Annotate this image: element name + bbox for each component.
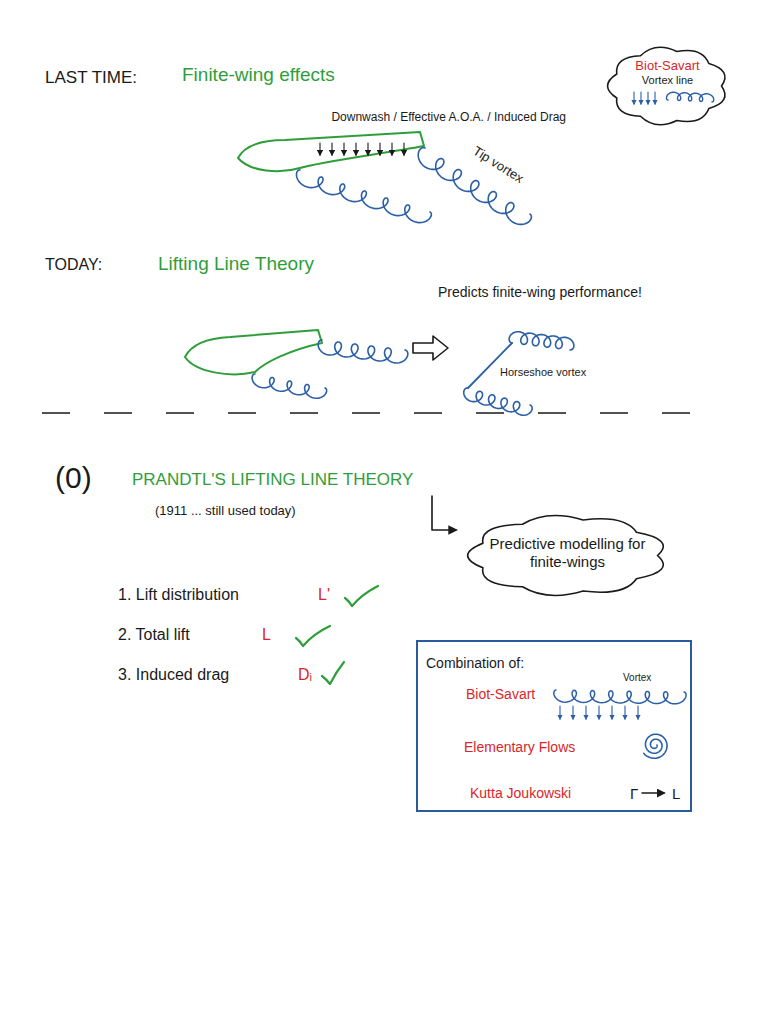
note: (1911 ... still used today) <box>155 503 296 519</box>
downwash-arrow <box>559 706 560 719</box>
wing-planform <box>185 330 322 374</box>
symbol: L <box>672 785 680 803</box>
cloud-outline <box>468 516 664 596</box>
downwash-arrow <box>319 143 320 155</box>
downwash-arrow <box>379 143 380 155</box>
cloud-note: Predictive modelling for finite-wings <box>485 535 650 571</box>
sketch-caption: Vortex <box>623 672 651 684</box>
check-mark <box>296 626 330 646</box>
vortex-coil <box>554 690 686 704</box>
downwash-arrow <box>343 143 344 155</box>
concept-name: Elementary Flows <box>464 739 575 756</box>
concept-name: Biot-Savart <box>466 686 535 703</box>
sketch-caption: Vortex line <box>600 74 735 87</box>
thought-cloud: Biot-SavartVortex line <box>600 40 735 132</box>
annotation: Horseshoe vortex <box>500 366 620 379</box>
downwash-arrow <box>640 92 641 104</box>
box-heading: Combination of: <box>426 655 524 672</box>
downwash-arrow <box>654 92 655 104</box>
downwash-arrow <box>391 143 392 155</box>
annotation: Tip vortex <box>470 143 526 186</box>
downwash-arrow <box>598 706 599 719</box>
check-mark <box>322 662 344 684</box>
annotation: Predicts finite-wing performance! <box>438 284 728 301</box>
downwash-arrow <box>624 706 625 719</box>
downwash-arrow <box>585 706 586 719</box>
section-number: (0) <box>55 460 92 496</box>
section-title: PRANDTL'S LIFTING LINE THEORY <box>132 470 413 490</box>
downwash-arrow <box>403 143 404 155</box>
downwash-arrow <box>355 143 356 155</box>
leader-arrow <box>432 496 456 530</box>
concept-name: Kutta Joukowski <box>470 785 571 802</box>
downwash-arrow <box>572 706 573 719</box>
list-item: 3. Induced drag <box>118 665 229 684</box>
thought-cloud: Predictive modelling for finite-wings <box>455 508 680 603</box>
annotation: Downwash / Effective A.O.A. / Induced Dr… <box>268 110 566 124</box>
root-vortex-coil <box>296 170 431 223</box>
gamma-to-lift-arrow <box>642 792 664 794</box>
trailing-vortex-coil <box>464 388 532 415</box>
elementary-flow-spiral <box>644 734 667 758</box>
section-divider <box>42 412 705 414</box>
tip-vortex-coil <box>318 340 408 363</box>
section-heading: TODAY: <box>45 255 102 274</box>
topic-title: Finite-wing effects <box>182 64 335 87</box>
downwash-arrow <box>633 92 634 104</box>
symbol: Dᵢ <box>298 665 312 684</box>
vortex-line-coil <box>666 92 713 102</box>
root-vortex-coil <box>252 374 327 398</box>
hollow-arrow <box>413 336 448 360</box>
section-heading: LAST TIME: <box>45 68 137 88</box>
downwash-arrow <box>611 706 612 719</box>
downwash-arrow <box>331 143 332 155</box>
symbol: Γ <box>630 785 638 803</box>
summary-box: Combination of: Biot-Savart VortexElementa… <box>416 640 692 812</box>
bound-vortex <box>468 343 512 388</box>
wing-planform <box>238 132 424 171</box>
check-mark <box>345 586 378 606</box>
symbol: L' <box>318 585 330 604</box>
trailing-vortex-coil <box>509 332 574 350</box>
downwash-arrow <box>647 92 648 104</box>
list-item: 1. Lift distribution <box>118 585 239 604</box>
downwash-arrow <box>637 706 638 719</box>
list-item: 2. Total lift <box>118 625 190 644</box>
concept-name: Biot-Savart <box>600 58 735 74</box>
symbol: L <box>262 625 271 644</box>
topic-title: Lifting Line Theory <box>158 253 314 276</box>
downwash-arrow <box>367 143 368 155</box>
